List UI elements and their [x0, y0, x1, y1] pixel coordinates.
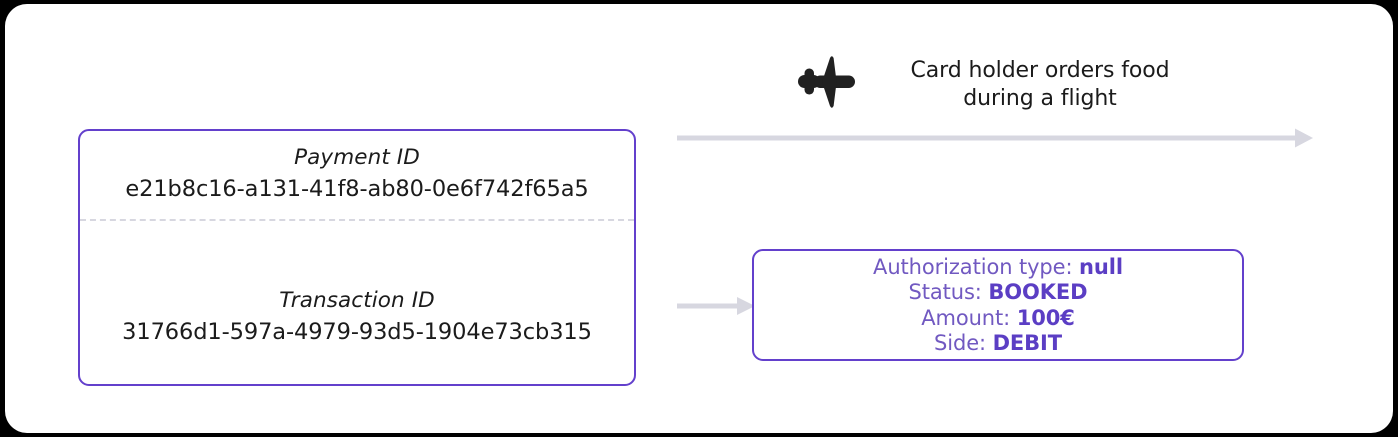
payment-box: Payment ID e21b8c16-a131-41f8-ab80-0e6f7… — [78, 129, 636, 386]
side-value: DEBIT — [992, 331, 1063, 355]
timeline-arrow — [677, 128, 1313, 148]
authorization-type-line: Authorization type: null — [873, 255, 1123, 281]
flight-caption: Card holder orders food during a flight — [875, 57, 1205, 113]
flight-caption-line-1: Card holder orders food — [910, 58, 1170, 83]
flight-caption-line-2: during a flight — [963, 86, 1117, 111]
payment-id-section: Payment ID e21b8c16-a131-41f8-ab80-0e6f7… — [80, 143, 634, 205]
diagram-card: Payment ID e21b8c16-a131-41f8-ab80-0e6f7… — [5, 4, 1393, 433]
side-label: Side: — [934, 331, 986, 355]
authorization-type-value: null — [1079, 254, 1123, 279]
transaction-id-label: Transaction ID — [279, 288, 435, 313]
payment-id-value: e21b8c16-a131-41f8-ab80-0e6f742f65a5 — [125, 176, 589, 202]
amount-line: Amount: 100€ — [921, 306, 1075, 332]
transaction-id-value: 31766d1-597a-4979-93d5-1904e73cb315 — [122, 319, 592, 345]
authorization-box: Authorization type: null Status: BOOKED … — [752, 249, 1244, 361]
airplane-icon — [798, 56, 855, 108]
amount-label: Amount: — [921, 305, 1011, 330]
status-value: BOOKED — [988, 280, 1088, 304]
status-line: Status: BOOKED — [908, 280, 1087, 306]
amount-value: 100€ — [1016, 305, 1075, 330]
status-label: Status: — [908, 280, 982, 304]
side-line: Side: DEBIT — [934, 331, 1062, 357]
flight-annotation: Card holder orders food during a flight — [785, 49, 1205, 117]
authorization-type-label: Authorization type: — [873, 254, 1073, 279]
transaction-id-section: Transaction ID 31766d1-597a-4979-93d5-19… — [80, 286, 634, 348]
transaction-arrow — [677, 297, 755, 315]
payment-id-label: Payment ID — [294, 145, 420, 170]
payment-box-divider — [80, 219, 634, 221]
